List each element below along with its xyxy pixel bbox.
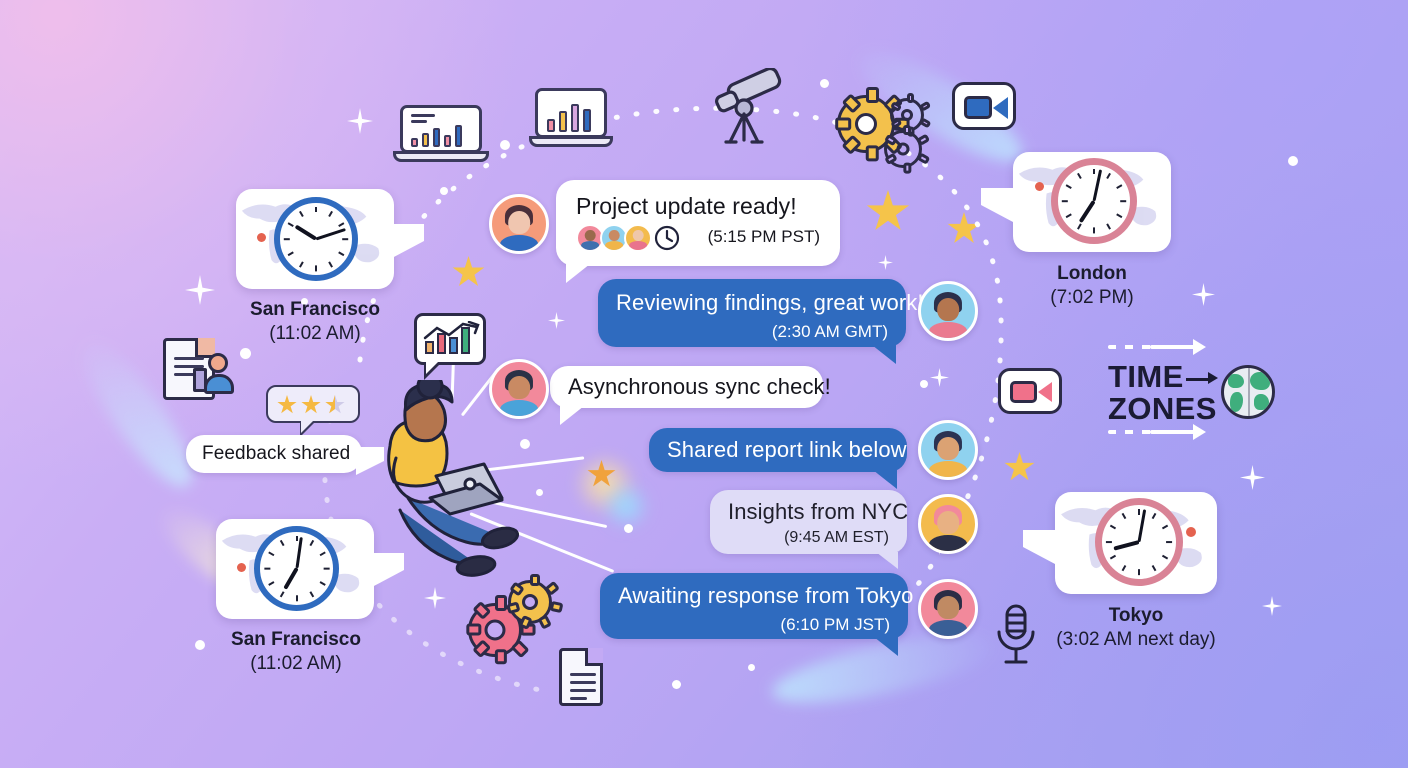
- bubble-tail-inner: [426, 360, 440, 374]
- headline-line-1: TIME: [1108, 359, 1184, 394]
- dot: [536, 489, 543, 496]
- reaction-avatar[interactable]: [624, 224, 652, 252]
- message-text: Shared report link below: [667, 437, 907, 462]
- dot: [440, 187, 448, 195]
- telescope-icon: [715, 68, 782, 144]
- star-filled-icon: [277, 395, 297, 414]
- card-tail: [981, 188, 1013, 222]
- city-time: (11:02 AM): [250, 653, 342, 674]
- laptop-chart-icon: [392, 105, 490, 162]
- glow: [600, 480, 652, 532]
- message-text: Awaiting response from Tokyo: [618, 583, 914, 608]
- message-time: (5:15 PM PST): [707, 227, 820, 246]
- message-text: Project update ready!: [576, 193, 797, 219]
- city-name: San Francisco: [231, 629, 361, 650]
- headline-line-2: ZONES: [1108, 391, 1217, 426]
- laptop-chart-icon: [528, 88, 614, 147]
- message-bubble-insights-nyc[interactable]: Insights from NYC (9:45 AM EST): [710, 490, 909, 554]
- feedback-text: Feedback shared: [202, 443, 351, 464]
- feedback-bubble[interactable]: Feedback shared: [186, 435, 362, 473]
- bubble-tail: [873, 470, 897, 489]
- message-text: Reviewing findings, great work!: [616, 290, 924, 315]
- message-time: (2:30 AM GMT): [771, 322, 888, 341]
- message-time: (9:45 AM EST): [784, 529, 889, 546]
- chart-bubble-icon: [414, 313, 486, 365]
- star-filled-icon: [301, 395, 321, 414]
- star-half-icon: [325, 395, 345, 415]
- gear-icon: [506, 573, 564, 630]
- dot: [520, 439, 530, 449]
- microphone-icon[interactable]: [993, 603, 1039, 669]
- dot: [301, 298, 308, 305]
- avatar[interactable]: [489, 194, 549, 254]
- message-bubble-project-update[interactable]: Project update ready!: [556, 180, 840, 266]
- avatar[interactable]: [918, 579, 978, 639]
- dot: [672, 680, 681, 689]
- bubble-tail: [566, 264, 590, 283]
- city-name: San Francisco: [250, 299, 380, 320]
- globe-icon: [1221, 365, 1275, 419]
- bubble-tail: [874, 637, 898, 656]
- message-text: Asynchronous sync check!: [568, 374, 831, 399]
- message-bubble-awaiting-tokyo[interactable]: Awaiting response from Tokyo (6:10 PM JS…: [600, 573, 914, 639]
- gears-icon: [835, 86, 910, 162]
- rating-bubble: [266, 385, 360, 423]
- avatar[interactable]: [489, 359, 549, 419]
- message-text: Insights from NYC: [728, 499, 909, 524]
- gear-outline-icon: [884, 124, 931, 174]
- person-figure: [387, 380, 520, 577]
- clock-icon: [654, 225, 680, 251]
- avatar[interactable]: [918, 281, 978, 341]
- avatar[interactable]: [918, 420, 978, 480]
- message-bubble-async-sync[interactable]: Asynchronous sync check!: [550, 366, 831, 408]
- video-camera-icon[interactable]: [952, 82, 1016, 130]
- dot: [240, 348, 251, 359]
- city-time: (7:02 PM): [1050, 287, 1134, 308]
- bubble-tail: [876, 552, 898, 569]
- document-person-icon: [163, 338, 215, 400]
- dot: [748, 664, 755, 671]
- reaction-avatars[interactable]: [576, 224, 680, 252]
- person-head: [208, 353, 228, 373]
- dot: [1288, 156, 1298, 166]
- avatar[interactable]: [918, 494, 978, 554]
- dot: [820, 79, 829, 88]
- card-tail: [392, 224, 424, 258]
- card-tail: [372, 553, 404, 587]
- video-camera-icon[interactable]: [998, 368, 1062, 414]
- clock-ticks: [280, 203, 352, 275]
- city-time: (3:02 AM next day): [1056, 629, 1216, 650]
- message-bubble-shared-report[interactable]: Shared report link below: [649, 428, 907, 472]
- person-body: [204, 374, 234, 394]
- city-name: London: [1057, 263, 1127, 284]
- feedback-bubble-tail: [356, 447, 384, 475]
- document-icon: [559, 648, 603, 706]
- city-time: (11:02 AM): [269, 323, 361, 344]
- rating-bubble-tail-inner: [301, 420, 314, 433]
- message-time: (6:10 PM JST): [780, 615, 890, 634]
- bubble-tail: [560, 406, 584, 425]
- dot: [500, 140, 510, 150]
- bubble-tail: [872, 345, 896, 364]
- message-bubble-reviewing-findings[interactable]: Reviewing findings, great work! (2:30 AM…: [598, 279, 924, 347]
- dot: [624, 524, 633, 533]
- city-name: Tokyo: [1108, 605, 1164, 626]
- card-tail: [1023, 530, 1055, 564]
- dot: [195, 640, 205, 650]
- dot: [920, 380, 928, 388]
